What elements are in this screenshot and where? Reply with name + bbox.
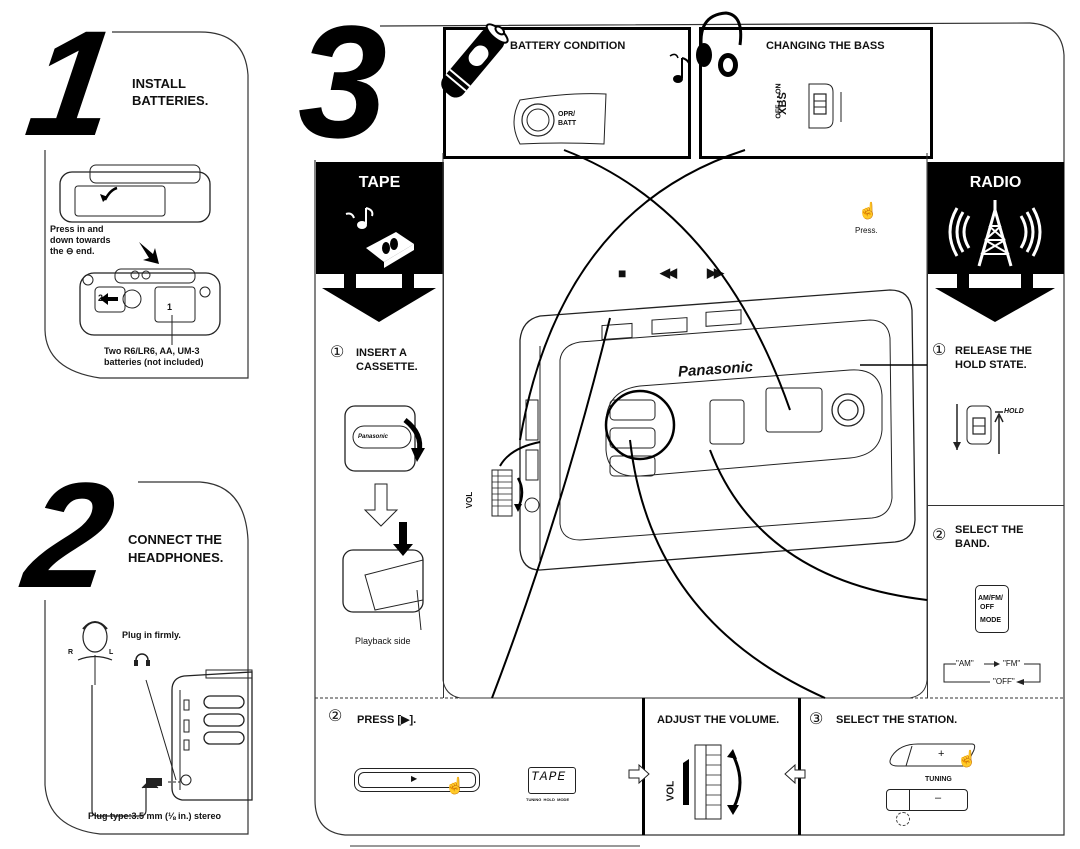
press-hand-icon: ☝ xyxy=(858,203,878,220)
changing-bass-title: CHANGING THE BASS xyxy=(766,40,885,52)
step2-caption: Plug type:3.5 mm (⅛ in.) stereo xyxy=(88,811,222,821)
mode-button-line2: OFF xyxy=(980,604,994,611)
radio-step2-num: ② xyxy=(932,527,947,544)
cassette-player-main-illustration xyxy=(519,289,916,571)
step2-title-line1: CONNECT THE xyxy=(128,532,222,547)
arrow-left-icon xyxy=(784,763,806,785)
tuning-plus-button[interactable] xyxy=(888,742,978,772)
adjust-volume-title: ADJUST THE VOLUME. xyxy=(657,714,780,726)
vol-dial-illustration xyxy=(491,441,541,517)
cassette-player-side-illustration xyxy=(171,669,253,801)
band-cycle-fm: "FM" xyxy=(1003,659,1021,668)
headphone-cord-and-jack-illustration xyxy=(91,653,180,817)
person-with-headphones-illustration xyxy=(77,621,113,685)
mode-button-line3: MODE xyxy=(980,617,1001,624)
cassette-brand-label: Panasonic xyxy=(358,434,389,440)
press-note: Press. xyxy=(855,226,878,235)
step1-note-line1: Press in and xyxy=(50,224,104,234)
step1-note-line2: down towards xyxy=(50,235,111,245)
radio-band-label: RADIO xyxy=(969,174,1022,191)
music-note-icon xyxy=(669,53,691,83)
tape-band-label: TAPE xyxy=(358,174,401,191)
tape-step1-line2: CASSETTE. xyxy=(356,361,418,373)
step1-title-line2: BATTERIES. xyxy=(132,93,209,108)
tuning-label: TUNING xyxy=(925,776,952,783)
insert-cassette-illustration xyxy=(342,405,425,631)
radio-tower-icon xyxy=(948,200,1042,267)
cassette-deck-music-icon xyxy=(345,207,414,268)
radio-divider xyxy=(927,505,1064,506)
opr-batt-label-line2: BATT xyxy=(558,120,577,127)
radio-band: RADIO xyxy=(927,162,1064,274)
headphones-icon xyxy=(696,11,743,77)
transport-stop-icon[interactable]: ■ xyxy=(618,265,627,281)
xbs-switch-illustration[interactable] xyxy=(805,82,845,132)
ear-label-r: R xyxy=(68,649,74,656)
opr-batt-label-line1: OPR/ xyxy=(558,111,576,118)
transport-rewind-icon[interactable]: ◀◀ xyxy=(660,265,677,280)
battery-condition-title: BATTERY CONDITION xyxy=(510,40,626,52)
radio-step3-title: SELECT THE STATION. xyxy=(836,714,958,726)
band-cycle-off: "OFF" xyxy=(993,677,1015,686)
ear-label-l: L xyxy=(109,649,114,656)
step1-marker-2: 2 xyxy=(98,293,104,303)
radio-arrow-down-icon xyxy=(935,274,1055,322)
press-hand-tuning-icon: ☝ xyxy=(957,751,977,768)
transport-fastforward-icon[interactable]: ▶▶ xyxy=(707,265,724,280)
mode-button-line1: AM/FM/ xyxy=(978,595,1003,602)
press-hand-play-icon: ☝ xyxy=(445,778,465,795)
adjust-volume-panel: ADJUST THE VOLUME. VOL xyxy=(642,698,801,835)
step1-note-line3: the ⊖ end. xyxy=(50,246,95,256)
opr-batt-button-illustration xyxy=(513,93,607,145)
tape-step2-num: ② xyxy=(328,708,343,725)
radio-step1-line1: RELEASE THE xyxy=(955,345,1033,357)
changing-bass-panel: CHANGING THE BASS XBS OFF • • ON xyxy=(699,27,933,159)
tape-step1-title: ① xyxy=(330,345,352,361)
tape-band: TAPE xyxy=(316,162,443,274)
band-cycle-arrows xyxy=(943,661,1041,685)
tuning-minus-button[interactable]: – xyxy=(886,789,968,811)
tape-display-text: TAPE xyxy=(531,769,567,784)
play-icon: ▶ xyxy=(411,774,418,783)
arrow-right-icon xyxy=(628,763,650,785)
radio-step2-line2: BAND. xyxy=(955,538,990,550)
step2-note: Plug in firmly. xyxy=(122,630,181,640)
playback-side-label: Playback side xyxy=(355,636,411,646)
mode-button[interactable]: AM/FM/ OFF MODE xyxy=(975,585,1009,633)
battery-icon xyxy=(441,23,509,98)
tape-step1-num: ① xyxy=(330,344,345,361)
radio-step1-line2: HOLD STATE. xyxy=(955,359,1027,371)
arrow-down-right-icon xyxy=(139,242,159,264)
battery-compartment-illustration xyxy=(79,268,221,345)
step1-caption-line2: batteries (not included) xyxy=(104,357,204,367)
step3-number: 3 xyxy=(298,0,387,171)
step1-marker-1: 1 xyxy=(167,302,173,312)
band-cycle-am: "AM" xyxy=(956,659,974,668)
radio-step1-num: ① xyxy=(932,342,947,359)
play-button-illustration[interactable]: ▶ xyxy=(354,768,480,792)
step1-caption-line1: Two R6/LR6, AA, UM-3 xyxy=(104,346,200,356)
tape-display: TAPE xyxy=(528,767,576,794)
radio-step3-num: ③ xyxy=(809,711,824,728)
press-indicator-dashed xyxy=(896,812,910,826)
step1-title-line1: INSTALL xyxy=(132,76,186,91)
hold-switch-illustration[interactable] xyxy=(953,402,1025,462)
tape-arrow-down-icon xyxy=(322,274,436,322)
tape-step1-line1: INSERT A xyxy=(356,347,407,359)
tuning-plus-label: + xyxy=(938,748,945,760)
tuning-minus-label: – xyxy=(935,792,942,804)
tape-step2-title: PRESS [▶]. xyxy=(357,714,417,726)
hold-label: HOLD xyxy=(1004,408,1024,415)
radio-step2-line1: SELECT THE xyxy=(955,524,1024,536)
volume-dial-illustration[interactable] xyxy=(675,743,775,833)
step2-title-line2: HEADPHONES. xyxy=(128,550,224,565)
cassette-player-closed-illustration xyxy=(59,164,211,223)
tape-display-sublabel: TUNING HOLD MODE xyxy=(526,797,570,802)
